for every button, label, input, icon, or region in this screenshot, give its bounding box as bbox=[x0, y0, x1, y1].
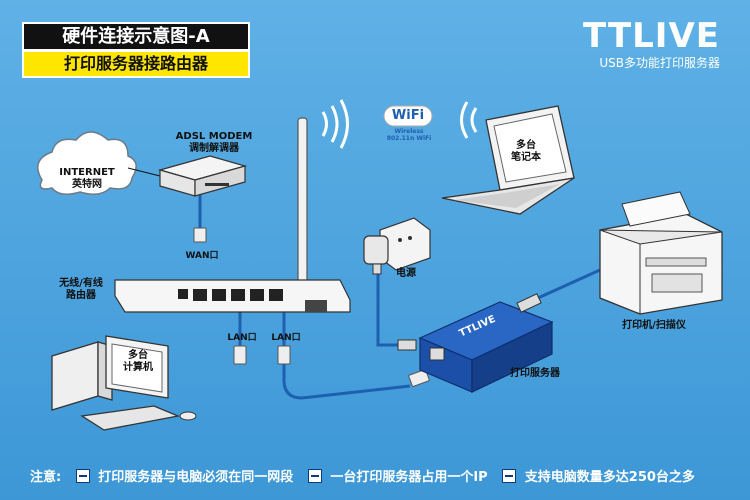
lan-port-label-a: LAN口 bbox=[227, 333, 257, 343]
printer-icon bbox=[599, 191, 723, 315]
internet-label-line1: INTERNET bbox=[59, 167, 115, 178]
modem-label-line2: 调制解调器 bbox=[189, 143, 239, 154]
brand-tagline: USB多功能打印服务器 bbox=[599, 56, 720, 70]
note-bullet-icon bbox=[307, 468, 322, 483]
internet-cloud-icon bbox=[37, 131, 137, 195]
print-server-icon bbox=[418, 293, 554, 393]
laptop-label-line2: 笔记本 bbox=[511, 152, 541, 163]
printer-label: 打印机/扫描仪 bbox=[622, 320, 686, 331]
computer-label-line2: 计算机 bbox=[123, 362, 153, 373]
wifi-logo-text: WiFi bbox=[391, 108, 425, 123]
cable-usb-printer bbox=[537, 268, 601, 300]
footer-note-3: 支持电脑数量多达250台之多 bbox=[524, 470, 695, 485]
router-label-line1: 无线/有线 bbox=[59, 278, 103, 289]
computer-label-line1: 多台 bbox=[128, 350, 148, 361]
laptop-icon bbox=[441, 105, 575, 215]
router-icon bbox=[114, 117, 351, 313]
wifi-badge-icon bbox=[383, 105, 433, 127]
computer-label: 多台 计算机 bbox=[118, 350, 158, 374]
internet-label-line2: 英特网 bbox=[72, 179, 102, 190]
modem-label: ADSL MODEM 调制解调器 bbox=[164, 131, 264, 155]
adsl-modem-icon bbox=[157, 155, 248, 197]
footer-note-2: 一台打印服务器占用一个IP bbox=[330, 470, 488, 485]
wan-port-label: WAN口 bbox=[185, 251, 219, 261]
wifi-caption-line2: 802.11n WiFi bbox=[386, 135, 432, 142]
power-adapter-icon bbox=[363, 217, 431, 351]
lan-port-label-b: LAN口 bbox=[271, 333, 301, 343]
note-bullet-icon bbox=[502, 468, 517, 483]
cable-power bbox=[376, 270, 400, 347]
diagram-subtitle: 打印服务器接路由器 bbox=[22, 50, 250, 78]
internet-label: INTERNET 英特网 bbox=[52, 167, 122, 191]
footer-prefix: 注意: bbox=[30, 470, 62, 485]
wifi-caption-line1: Wireless bbox=[394, 128, 424, 135]
power-label: 电源 bbox=[396, 268, 416, 279]
wireless-signal-icon bbox=[321, 99, 478, 149]
brand-logo: TTLIVE bbox=[582, 16, 720, 56]
cable-router-server bbox=[282, 312, 411, 400]
footer-note-1: 打印服务器与电脑必须在同一网段 bbox=[98, 470, 294, 485]
internet-link-line bbox=[127, 167, 161, 177]
note-bullet-icon bbox=[75, 468, 90, 483]
modem-label-line1: ADSL MODEM bbox=[175, 131, 253, 142]
laptop-label-line1: 多台 bbox=[516, 140, 536, 151]
router-label-line2: 路由器 bbox=[66, 290, 96, 301]
laptop-label: 多台 笔记本 bbox=[502, 140, 550, 164]
print-server-label: 打印服务器 bbox=[510, 368, 560, 379]
rj45-plug-icons bbox=[193, 227, 430, 387]
diagram-title: 硬件连接示意图-A bbox=[22, 22, 250, 51]
router-label: 无线/有线 路由器 bbox=[46, 278, 116, 302]
wifi-caption: Wireless 802.11n WiFi bbox=[374, 128, 444, 142]
footer-notes: 注意: 打印服务器与电脑必须在同一网段 一台打印服务器占用一个IP 支持电脑数量… bbox=[30, 466, 695, 485]
computer-icon bbox=[51, 335, 197, 431]
